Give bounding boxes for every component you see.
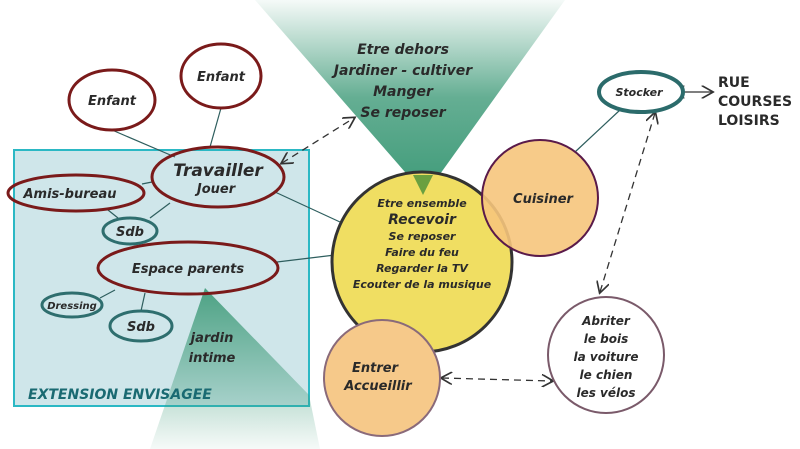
cone-tip xyxy=(413,175,433,195)
sdb1-node[interactable] xyxy=(101,216,159,246)
jardin-label: jardin xyxy=(189,331,234,346)
outdoor-view-cone xyxy=(255,0,565,195)
entrer-circle[interactable] xyxy=(323,319,441,437)
dashed-arrow xyxy=(600,113,655,292)
stocker-node[interactable] xyxy=(597,70,685,114)
espace-parents-label: Espace parents xyxy=(132,262,245,277)
center-line: Recevoir xyxy=(388,212,457,228)
connector-line xyxy=(276,254,336,263)
destination-label: RUE xyxy=(718,75,750,91)
enfant1-label: Enfant xyxy=(88,94,137,109)
center-line: Etre ensemble xyxy=(377,197,467,210)
travailler-label: Travailler xyxy=(173,161,264,181)
abriter-line: le chien xyxy=(580,368,633,382)
travailler-node[interactable] xyxy=(150,145,286,209)
jouer-label: Jouer xyxy=(194,182,237,197)
espace-parents-node[interactable] xyxy=(96,240,280,296)
sdb2-label: Sdb xyxy=(127,320,155,335)
cuisiner-circle[interactable] xyxy=(481,139,599,257)
connector-line xyxy=(140,292,146,312)
enfant1-node[interactable] xyxy=(67,68,157,132)
dressing-label: Dressing xyxy=(47,301,97,312)
outdoor-line: Manger xyxy=(373,84,434,100)
stocker-label: Stocker xyxy=(615,86,663,99)
dashed-arrow xyxy=(442,378,552,381)
center-line: Ecouter de la musique xyxy=(353,278,492,291)
destination-label: LOISIRS xyxy=(718,113,780,129)
outdoor-line: Se reposer xyxy=(360,105,446,121)
abriter-line: Abriter xyxy=(581,314,631,328)
entrer-line: Entrer xyxy=(352,361,400,376)
connector-line xyxy=(209,107,222,148)
abriter-line: les vélos xyxy=(576,386,635,400)
cuisiner-label: Cuisiner xyxy=(513,192,575,207)
sdb1-label: Sdb xyxy=(116,225,144,240)
labels: Etre dehors Jardiner - cultiver Manger S… xyxy=(22,42,792,403)
enfant2-label: Enfant xyxy=(197,70,246,85)
connector-line xyxy=(111,129,176,158)
connector-line xyxy=(141,181,153,185)
abriter-circle[interactable] xyxy=(547,296,665,414)
center-line: Se reposer xyxy=(389,230,457,243)
sdb2-node[interactable] xyxy=(108,309,174,343)
connector-line xyxy=(99,289,116,299)
outdoor-line: Etre dehors xyxy=(357,42,449,58)
teal-nodes xyxy=(40,70,685,343)
center-line: Faire du feu xyxy=(385,246,459,259)
connector-line xyxy=(574,109,621,153)
center-line: Regarder la TV xyxy=(376,262,469,275)
enfant2-node[interactable] xyxy=(179,42,263,110)
connector-line xyxy=(107,209,119,219)
destination-label: COURSES xyxy=(718,94,792,110)
connector-line xyxy=(274,191,341,223)
red-nodes xyxy=(6,42,286,296)
dressing-node[interactable] xyxy=(40,291,104,319)
outdoor-line: Jardiner - cultiver xyxy=(331,63,473,79)
abriter-line: le bois xyxy=(584,332,629,346)
abriter-line: la voiture xyxy=(574,350,639,364)
jardin-label: intime xyxy=(189,351,236,366)
extension-label: EXTENSION ENVISAGEE xyxy=(28,387,212,403)
garden-view-cone xyxy=(150,288,320,449)
dashed-arrow xyxy=(282,118,354,163)
amis-bureau-node[interactable] xyxy=(6,173,146,213)
amis-bureau-label: Amis-bureau xyxy=(22,187,116,202)
entrer-line: Accueillir xyxy=(343,379,413,394)
connector-line xyxy=(149,202,171,219)
